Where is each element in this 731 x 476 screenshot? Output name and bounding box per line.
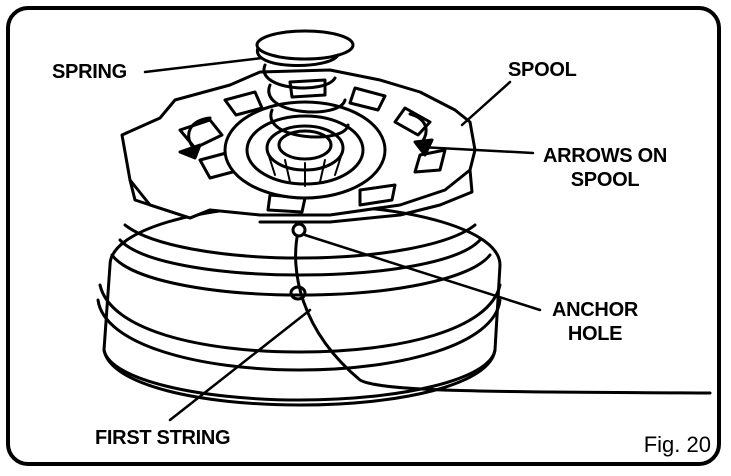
- first-string: [294, 230, 712, 395]
- arrows-label-line2: SPOOL: [570, 169, 640, 191]
- spool-label: SPOOL: [508, 59, 577, 81]
- arrows-on-spool-label: ARROWS ON SPOOL: [530, 144, 680, 192]
- first-string-leader-line: [168, 308, 312, 422]
- spring-leader-line: [143, 56, 264, 74]
- first-string-label: FIRST STRING: [95, 427, 231, 449]
- spool-housing: [96, 203, 502, 407]
- anchor-hole: [291, 222, 307, 238]
- anchor-hole-label: ANCHOR HOLE: [540, 298, 650, 346]
- spool-plate: [120, 68, 477, 224]
- spring-label: SPRING: [52, 61, 127, 83]
- anchor-label-line2: HOLE: [567, 323, 623, 345]
- arrows-label-line1: ARROWS ON: [543, 145, 667, 167]
- anchor-label-line1: ANCHOR: [552, 299, 638, 321]
- anchor-leader-line: [303, 233, 542, 312]
- spool-leader-line: [460, 80, 512, 127]
- leader-lines: [143, 56, 542, 422]
- figure-caption: Fig. 20: [643, 432, 711, 457]
- spring: [255, 29, 355, 139]
- arrows-leader-line: [418, 145, 535, 155]
